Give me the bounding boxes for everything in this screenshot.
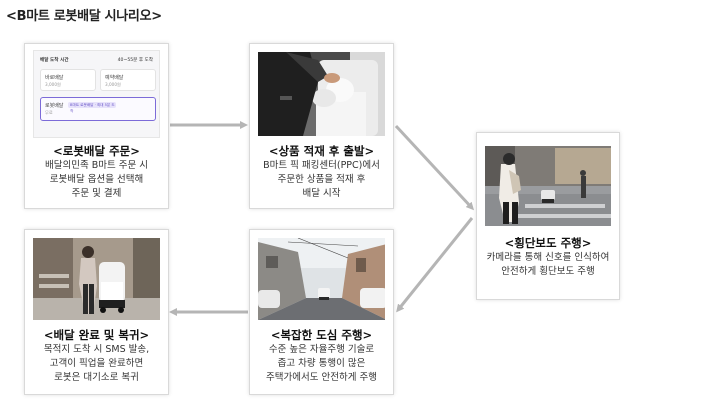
option-reserve-price: 3,000원 bbox=[105, 82, 121, 87]
step-card-crosswalk: <횡단보도 주행> 카메라를 통해 신호를 인식하여 안전하게 횡단보도 주행 bbox=[476, 132, 620, 300]
option-robot-price: 무료 bbox=[45, 110, 53, 115]
delivery-complete-photo bbox=[33, 238, 160, 320]
arrow-step2-to-step3 bbox=[394, 124, 475, 211]
option-instant-price: 3,000원 bbox=[45, 82, 61, 87]
option-robot-selected: 로봇배달 B마트 로봇배달 · 최대 5분 도착 무료 bbox=[40, 97, 156, 121]
step-description: 카메라를 통해 신호를 인식하여 안전하게 횡단보도 주행 bbox=[486, 252, 610, 277]
step-description: 배달의민족 B마트 주문 시 로봇배달 옵션을 선택해 주문 및 결제 bbox=[45, 160, 148, 199]
step-description: B마트 픽 패킹센터(PPC)에서 주문한 상품을 적재 후 배달 시작 bbox=[263, 160, 380, 199]
app-screenshot: 배달 도착 시간 40~55분 후 도착 바로배달 3,000원 예약배달 3,… bbox=[33, 50, 160, 138]
option-robot-tag: B마트 로봇배달 · 최대 5분 도착 bbox=[68, 102, 116, 113]
mockup-header: 배달 도착 시간 bbox=[40, 58, 69, 63]
step-title: <상품 적재 후 출발> bbox=[268, 144, 375, 158]
page-title: <B마트 로봇배달 시나리오> bbox=[6, 9, 162, 24]
step-title: <로봇배달 주문> bbox=[53, 144, 140, 158]
step-card-loading: <상품 적재 후 출발> B마트 픽 패킹센터(PPC)에서 주문한 상품을 적… bbox=[249, 43, 394, 209]
urban-street-photo bbox=[258, 238, 385, 320]
step-title: <복잡한 도심 주행> bbox=[270, 328, 373, 342]
option-reserve: 예약배달 3,000원 bbox=[100, 69, 156, 91]
step-description: 목적지 도착 시 SMS 발송, 고객이 픽업을 완료하면 로봇은 대기소로 복… bbox=[43, 344, 150, 383]
option-instant: 바로배달 3,000원 bbox=[40, 69, 96, 91]
option-instant-title: 바로배달 bbox=[45, 75, 64, 81]
option-reserve-title: 예약배달 bbox=[105, 75, 124, 81]
step-card-urban-driving: <복잡한 도심 주행> 수준 높은 자율주행 기술로 좁고 차량 통행이 많은 … bbox=[249, 229, 394, 395]
step-title: <배달 완료 및 복귀> bbox=[43, 328, 150, 342]
step-card-robot-order: 배달 도착 시간 40~55분 후 도착 바로배달 3,000원 예약배달 3,… bbox=[24, 43, 169, 209]
step-title: <횡단보도 주행> bbox=[504, 236, 592, 250]
arrow-step3-to-step4 bbox=[396, 217, 474, 313]
step-description: 수준 높은 자율주행 기술로 좁고 차량 통행이 많은 주택가에서도 안전하게 … bbox=[266, 344, 377, 383]
option-robot-title: 로봇배달 bbox=[45, 103, 64, 109]
crosswalk-photo bbox=[485, 146, 611, 226]
loading-photo bbox=[258, 52, 385, 136]
step-card-delivery-complete: <배달 완료 및 복귀> 목적지 도착 시 SMS 발송, 고객이 픽업을 완료… bbox=[24, 229, 169, 395]
mockup-eta: 40~55분 후 도착 bbox=[117, 58, 153, 63]
